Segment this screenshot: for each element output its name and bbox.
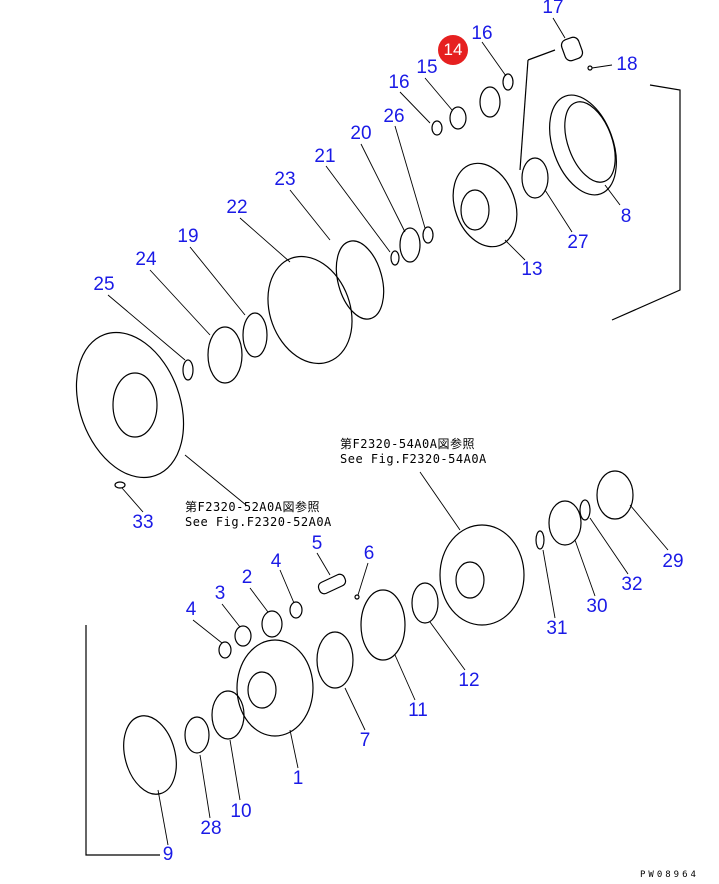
reference-jp: 第F2320-52A0A図参照	[185, 500, 320, 514]
callout-30: 30	[586, 596, 608, 617]
callout-4: 4	[270, 551, 282, 572]
callout-18: 18	[616, 54, 638, 75]
drawing-code: PW08964	[640, 870, 699, 880]
callout-32: 32	[621, 574, 643, 595]
callout-13: 13	[521, 259, 543, 280]
callout-15: 15	[416, 57, 438, 78]
callout-27: 27	[567, 232, 589, 253]
callout-5: 5	[311, 533, 323, 554]
callout-11: 11	[408, 700, 428, 721]
callout-24: 24	[135, 249, 157, 270]
reference-jp: 第F2320-54A0A図参照	[340, 437, 475, 451]
callout-28: 28	[200, 818, 222, 839]
callout-26: 26	[383, 106, 405, 127]
callout-12: 12	[458, 670, 480, 691]
callout-3: 3	[214, 583, 226, 604]
callout-2: 2	[241, 567, 253, 588]
callout-8: 8	[620, 206, 632, 227]
callout-7: 7	[359, 730, 371, 751]
callout-33: 33	[132, 512, 154, 533]
callout-16: 16	[471, 23, 493, 44]
callout-16: 16	[388, 72, 410, 93]
callout-19: 19	[177, 226, 199, 247]
callout-25: 25	[93, 274, 115, 295]
callout-31: 31	[546, 618, 568, 639]
callout-4: 4	[185, 599, 197, 620]
reference-note-upper: 第F2320-54A0A図参照 See Fig.F2320-54A0A	[340, 437, 487, 467]
callout-21: 21	[314, 146, 336, 167]
callout-1: 1	[292, 768, 304, 789]
callout-23: 23	[274, 169, 296, 190]
callout-14-highlighted[interactable]: 14	[438, 35, 468, 65]
callout-20: 20	[350, 123, 372, 144]
callout-9: 9	[162, 844, 174, 865]
reference-en: See Fig.F2320-54A0A	[340, 452, 487, 466]
reference-note-lower: 第F2320-52A0A図参照 See Fig.F2320-52A0A	[185, 500, 332, 530]
callout-17: 17	[542, 0, 564, 18]
callout-22: 22	[226, 197, 248, 218]
callout-10: 10	[230, 801, 252, 822]
reference-en: See Fig.F2320-52A0A	[185, 515, 332, 529]
callout-6: 6	[363, 543, 375, 564]
callout-29: 29	[662, 551, 684, 572]
